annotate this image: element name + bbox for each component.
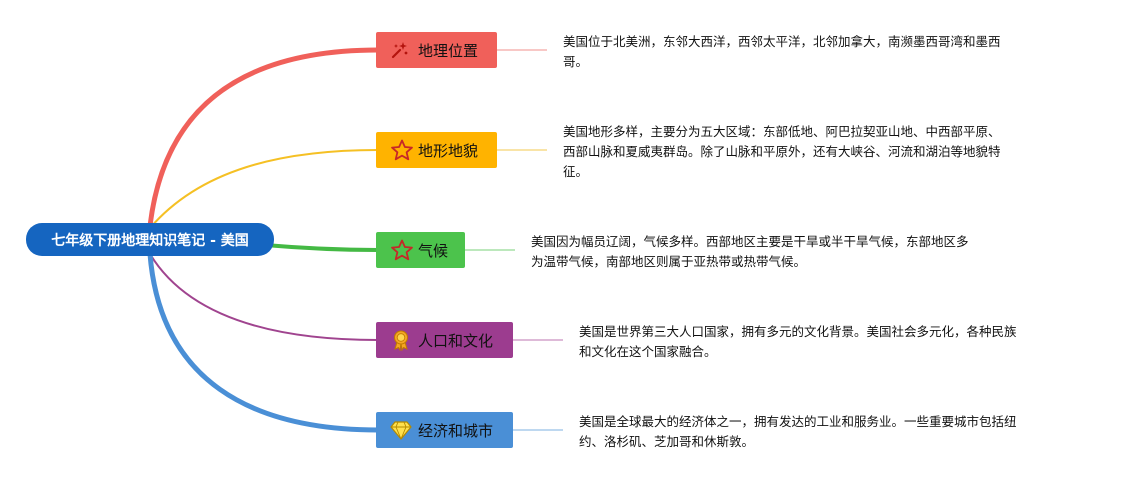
branch-geography-label: 地理位置 [418,41,479,60]
desc-climate: 美国因为幅员辽阔，气候多样。西部地区主要是干旱或半干旱气候，东部地区多 为温带气… [531,232,1031,272]
sparkle-icon [390,38,416,62]
branch-climate-label: 气候 [418,241,449,260]
diamond-icon [390,418,416,442]
desc-line: 为温带气候，南部地区则属于亚热带或热带气候。 [531,254,807,269]
branch-geography[interactable]: 地理位置 [376,32,497,68]
desc-line: 美国因为幅员辽阔，气候多样。西部地区主要是干旱或半干旱气候，东部地区多 [531,234,969,249]
connector-economy [147,251,381,433]
desc-line: 和文化在这个国家融合。 [579,344,717,359]
connector-geography [147,47,381,229]
root-topic[interactable]: 七年级下册地理知识笔记 - 美国 [26,223,274,256]
root-topic-label: 七年级下册地理知识笔记 - 美国 [51,232,249,249]
desc-line: 哥。 [563,54,589,69]
branch-economy[interactable]: 经济和城市 [376,412,513,448]
connector-terrain [149,149,379,229]
branch-climate[interactable]: 气候 [376,232,465,268]
desc-terrain: 美国地形多样，主要分为五大区域：东部低地、阿巴拉契亚山地、中西部平原、 西部山脉… [563,122,1053,182]
desc-line: 美国位于北美洲，东邻大西洋，西邻太平洋，北邻加拿大，南濒墨西哥湾和墨西 [563,34,1001,49]
branch-economy-label: 经济和城市 [418,421,494,440]
desc-line: 约、洛杉矶、芝加哥和休斯敦。 [579,434,755,449]
connector-population [149,253,379,341]
desc-line: 美国是世界第三大人口国家，拥有多元的文化背景。美国社会多元化，各种民族 [579,324,1017,339]
desc-line: 征。 [563,164,589,179]
desc-line: 美国是全球最大的经济体之一，拥有发达的工业和服务业。一些重要城市包括纽 [579,414,1017,429]
star-icon [390,238,416,262]
award-ribbon-icon [390,328,416,352]
desc-geography: 美国位于北美洲，东邻大西洋，西邻太平洋，北邻加拿大，南濒墨西哥湾和墨西 哥。 [563,32,1063,72]
branch-terrain[interactable]: 地形地貌 [376,132,497,168]
branch-population-label: 人口和文化 [418,331,494,350]
desc-line: 西部山脉和夏威夷群岛。除了山脉和平原外，还有大峡谷、河流和湖泊等地貌特 [563,144,1001,159]
desc-population: 美国是世界第三大人口国家，拥有多元的文化背景。美国社会多元化，各种民族 和文化在… [579,322,1089,362]
connector-climate [264,243,379,252]
branch-terrain-label: 地形地貌 [418,141,479,160]
desc-economy: 美国是全球最大的经济体之一，拥有发达的工业和服务业。一些重要城市包括纽 约、洛杉… [579,412,1089,452]
desc-line: 美国地形多样，主要分为五大区域：东部低地、阿巴拉契亚山地、中西部平原、 [563,124,1001,139]
branch-population[interactable]: 人口和文化 [376,322,513,358]
star-icon [390,138,416,162]
